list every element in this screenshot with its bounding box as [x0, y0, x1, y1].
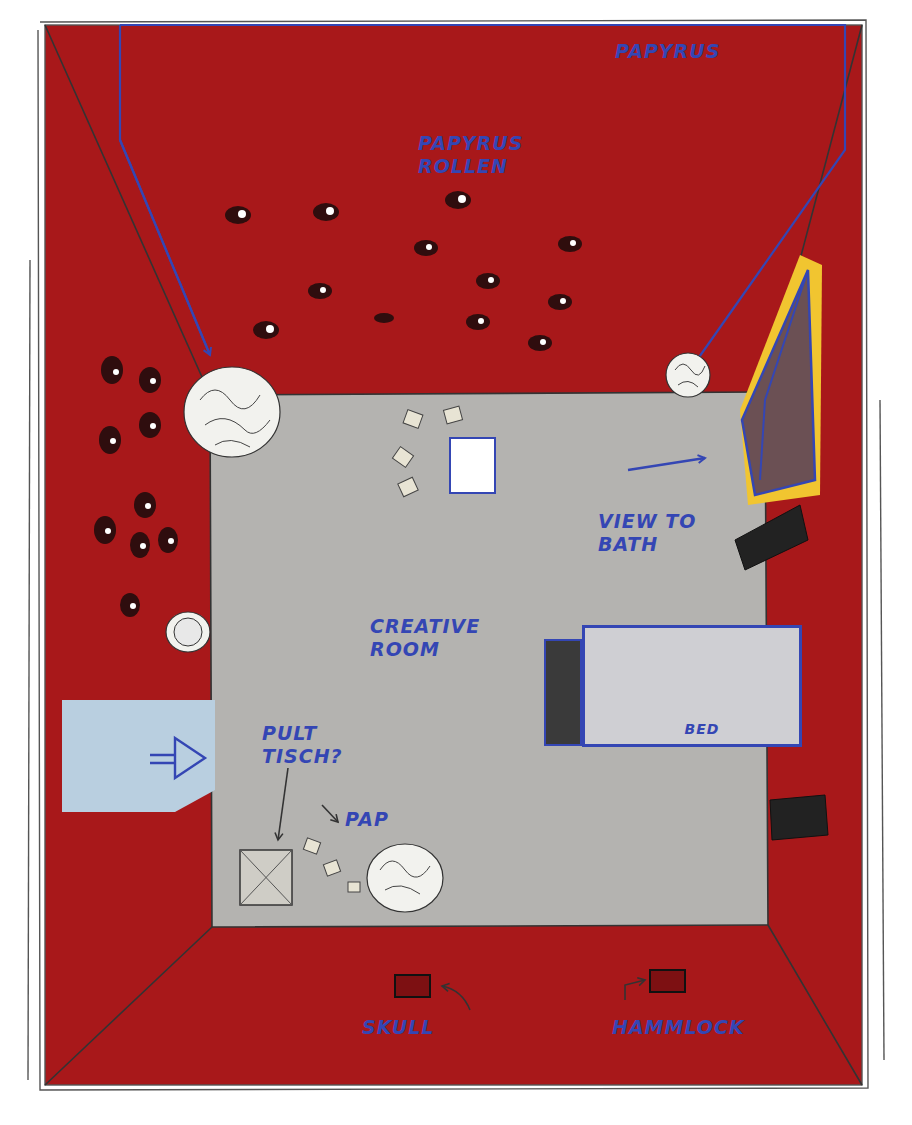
wall-label: PAPYRUS ROLLEN — [418, 132, 528, 178]
furniture-label: PAP — [345, 808, 405, 831]
object-label: HAMMLOCK — [612, 1016, 772, 1039]
object-label: SKULL — [362, 1016, 482, 1039]
direction-label: VIEW TO BATH — [598, 510, 718, 556]
furniture-label: PULT TISCH? — [262, 722, 372, 768]
room-name: CREATIVE ROOM — [370, 615, 520, 661]
bed-box: BED — [582, 625, 802, 747]
wall-label: PAPYRUS — [615, 40, 765, 63]
room-floor: CREATIVE ROOM BED — [210, 395, 765, 925]
bed-label: BED — [685, 721, 720, 738]
